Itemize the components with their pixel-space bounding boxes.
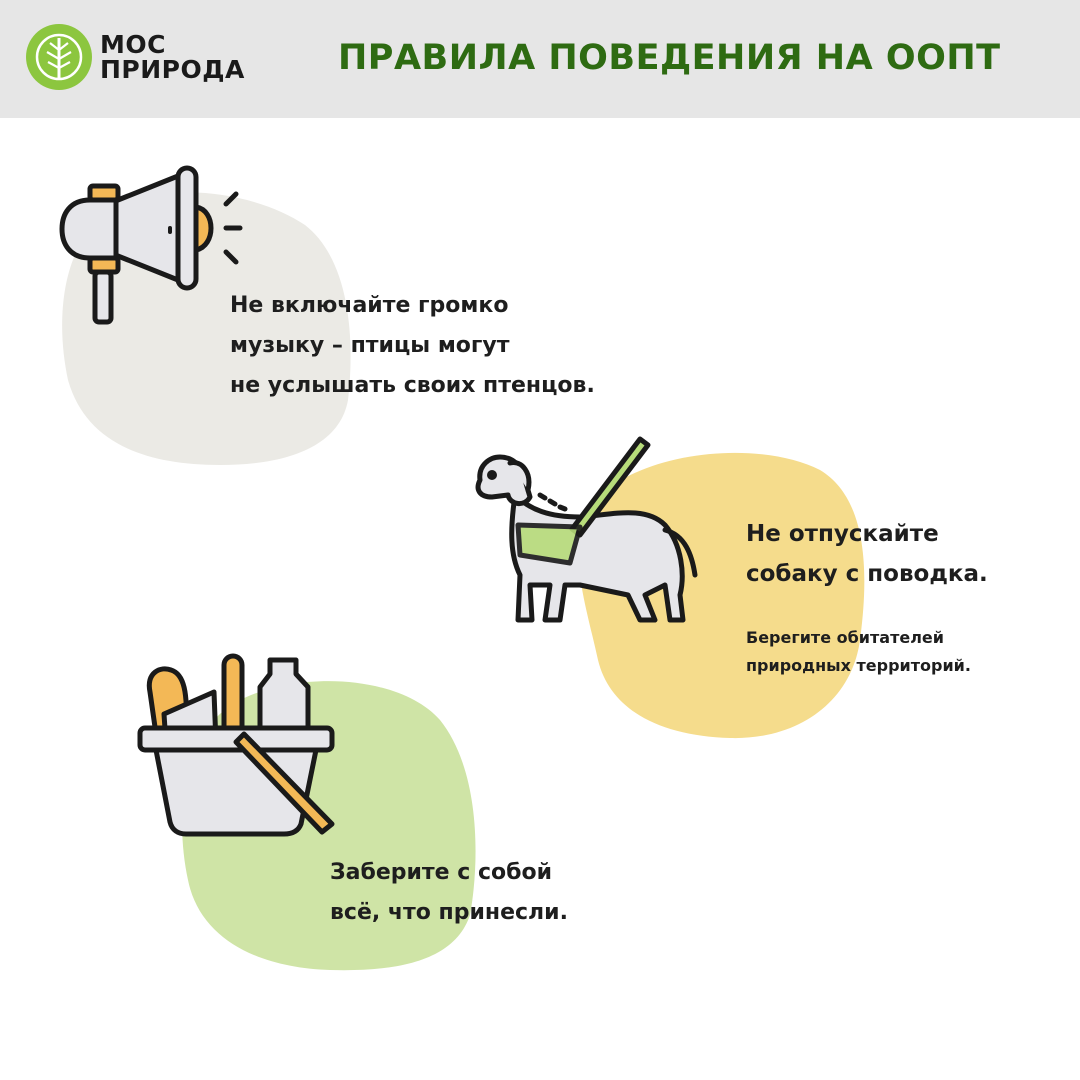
rule-trash-line: Заберите с собой xyxy=(330,860,552,885)
rule-dog-note-line: Берегите обитателей xyxy=(746,628,944,647)
picnic-basket-icon xyxy=(137,653,335,837)
rule-music-line: Не включайте громко xyxy=(230,293,509,318)
rule-dog-note-line: природных территорий. xyxy=(746,656,971,675)
page-title: ПРАВИЛА ПОВЕДЕНИЯ НА ООПТ xyxy=(338,38,1001,78)
rule-trash-line: всё, что принесли. xyxy=(330,900,568,925)
rule-trash-text: Заберите с собой всё, что принесли. xyxy=(330,853,568,933)
logo-line1: МОС xyxy=(100,30,166,59)
rule-dog-note: Берегите обитателей природных территорий… xyxy=(746,624,971,680)
rule-dog-line: собаку с поводка. xyxy=(746,561,988,587)
logo-badge xyxy=(26,24,92,90)
megaphone-icon xyxy=(59,165,243,325)
header-bar: МОС ПРИРОДА ПРАВИЛА ПОВЕДЕНИЯ НА ООПТ xyxy=(0,0,1080,118)
logo-line2: ПРИРОДА xyxy=(100,55,245,84)
dog-on-leash-icon xyxy=(475,436,698,623)
rule-music-text: Не включайте громко музыку – птицы могут… xyxy=(230,286,595,406)
tree-icon xyxy=(35,33,83,81)
rule-music-line: музыку – птицы могут xyxy=(230,333,510,358)
rule-dog-text: Не отпускайте собаку с поводка. xyxy=(746,514,988,594)
rule-music-line: не услышать своих птенцов. xyxy=(230,373,595,398)
logo-wordmark: МОС ПРИРОДА xyxy=(100,32,245,82)
rule-dog-line: Не отпускайте xyxy=(746,521,939,547)
